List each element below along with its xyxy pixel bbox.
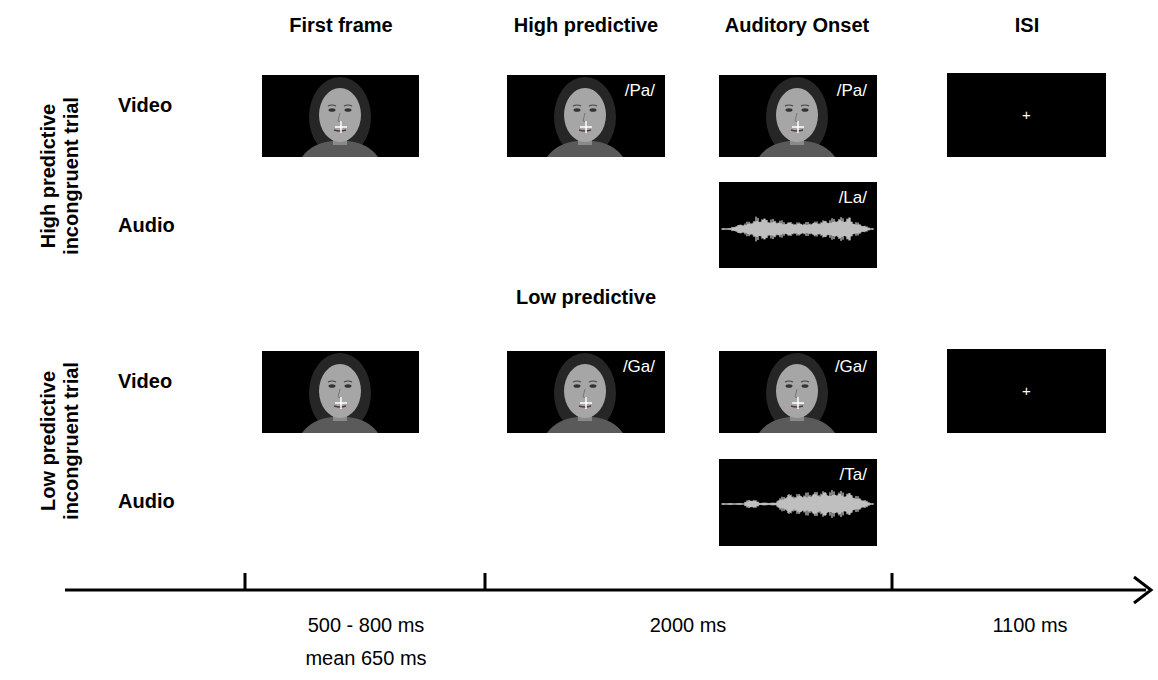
row-label: Low predictive incongruent trial bbox=[37, 352, 83, 530]
syllable-label: /La/ bbox=[839, 189, 867, 208]
modality-label: Audio bbox=[118, 214, 175, 237]
column-header: High predictive bbox=[514, 14, 658, 37]
audio-waveform: /Ta/ bbox=[719, 459, 877, 546]
syllable-label: /Pa/ bbox=[837, 82, 867, 101]
duration-label: 500 - 800 ms bbox=[308, 614, 425, 637]
video-frame: /Ga/ bbox=[719, 351, 877, 433]
video-frame: /Pa/ bbox=[507, 75, 665, 157]
modality-label: Audio bbox=[118, 490, 175, 513]
column-header: First frame bbox=[289, 14, 392, 37]
duration-label: mean 650 ms bbox=[305, 647, 426, 670]
fixation-cross: + bbox=[1022, 383, 1031, 400]
modality-label: Video bbox=[118, 94, 172, 117]
syllable-label: /Ta/ bbox=[840, 466, 867, 485]
duration-label: 1100 ms bbox=[992, 614, 1067, 637]
modality-label: Video bbox=[118, 370, 172, 393]
syllable-label: /Ga/ bbox=[835, 358, 867, 377]
duration-label: 2000 ms bbox=[650, 614, 727, 637]
column-header: Auditory Onset bbox=[725, 14, 869, 37]
fixation-frame: + bbox=[947, 73, 1106, 157]
syllable-label: /Ga/ bbox=[623, 358, 655, 377]
column-header: Low predictive bbox=[516, 286, 656, 309]
fixation-frame: + bbox=[947, 349, 1106, 433]
video-frame: /Ga/ bbox=[507, 351, 665, 433]
audio-waveform: /La/ bbox=[719, 182, 877, 268]
syllable-label: /Pa/ bbox=[625, 82, 655, 101]
row-label: High predictive incongruent trial bbox=[37, 87, 83, 265]
video-frame: /Pa/ bbox=[719, 75, 877, 157]
fixation-cross: + bbox=[1022, 107, 1031, 124]
column-header: ISI bbox=[1015, 14, 1039, 37]
